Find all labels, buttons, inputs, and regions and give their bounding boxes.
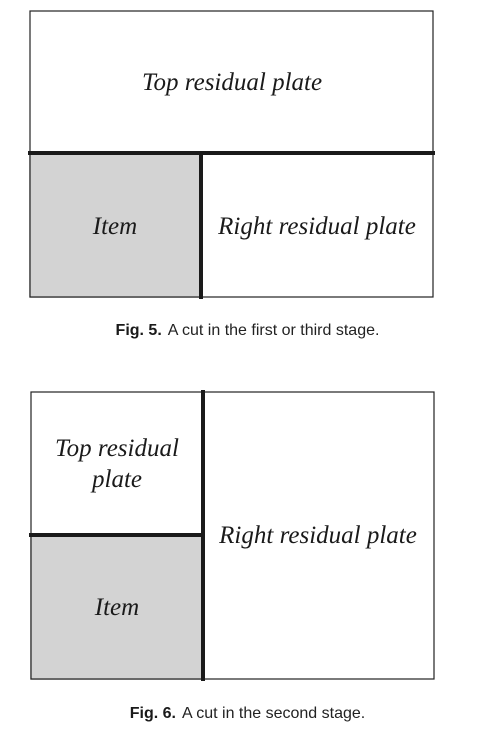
fig6-item-label: Item <box>94 594 139 621</box>
fig6-caption-text: A cut in the second stage. <box>182 705 366 722</box>
fig5-caption-text: A cut in the first or third stage. <box>167 322 380 339</box>
fig5-item-region <box>29 152 202 298</box>
fig5-item-label: Item <box>92 213 137 240</box>
fig5-caption: Fig. 5. A cut in the first or third stage… <box>0 322 495 340</box>
fig5-top-residual-label: Top residual plate <box>142 69 322 96</box>
fig5-caption-number: Fig. 5. <box>115 322 162 339</box>
fig6-diagram: Top residual plate Item Right residual p… <box>29 390 435 681</box>
fig6-caption: Fig. 6. A cut in the second stage. <box>0 705 495 723</box>
fig5-diagram: Top residual plate Item Right residual p… <box>28 10 435 299</box>
fig6-caption-number: Fig. 6. <box>129 705 176 722</box>
fig5-right-residual-label: Right residual plate <box>217 213 416 240</box>
fig6-right-residual-label: Right residual plate <box>218 522 417 549</box>
fig6-top-residual-label-line1: Top residual <box>55 435 179 462</box>
fig6-top-residual-label-line2: plate <box>90 466 142 493</box>
fig6-item-region <box>30 534 204 680</box>
